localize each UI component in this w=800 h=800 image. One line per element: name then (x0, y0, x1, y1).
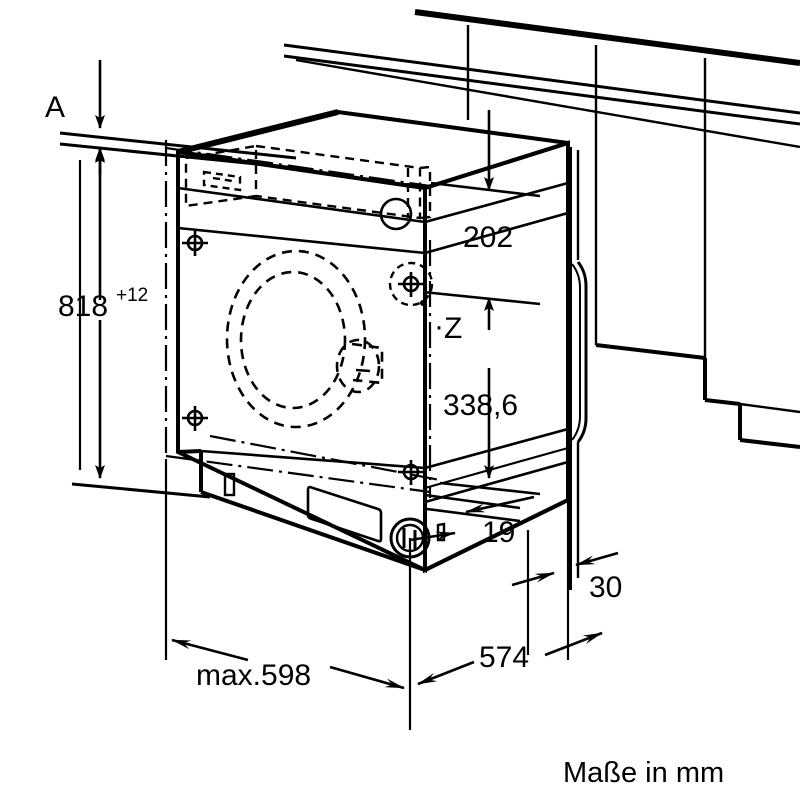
cabinet-step-tread-1 (704, 398, 741, 406)
worktop-top-edge (414, 9, 800, 66)
plinth-side-bottom (424, 498, 569, 572)
control-panel-side-top (424, 181, 569, 224)
service-flap-window (306, 485, 383, 543)
dimension-202-extension-lower (422, 290, 541, 306)
door-inner-circle (239, 270, 347, 410)
worktop-underline-2 (283, 54, 800, 126)
dimension-202-label: 202 (463, 221, 513, 254)
control-panel-top-line (177, 186, 426, 224)
control-module-right-cap (419, 165, 432, 220)
cabinet-shelf-top (595, 343, 706, 360)
dimension-30 (511, 551, 619, 587)
program-knob-icon (379, 197, 413, 231)
cabinet-handle-groove-outer (576, 261, 588, 443)
dimension-818-extension-bottom (71, 482, 211, 499)
plinth-side-top (424, 427, 569, 470)
marker-Z-dot (420, 300, 426, 306)
dimension-max598 (171, 638, 405, 690)
worktop-front-edge (295, 58, 800, 149)
dimension-574 (417, 631, 603, 686)
door-latch-cross-h (355, 368, 371, 373)
dimension-A-extension-bottom (59, 142, 297, 170)
appliance-top-back-edge (177, 109, 339, 155)
dimension-19 (409, 493, 535, 542)
dimension-338-6-extension-bottom (439, 481, 541, 496)
dimension-max598-label: max.598 (196, 659, 311, 692)
fixing-zone-dashed-circle (388, 261, 434, 307)
fixing-crosshairs-group (182, 231, 434, 485)
control-panel-side-bottom (424, 211, 569, 255)
cabinet-step-tread-2 (739, 438, 800, 449)
plinth-notch (177, 449, 202, 454)
crosshair-icon-top-left (182, 231, 208, 256)
dimension-338-6 (439, 297, 541, 496)
dimension-818 (71, 149, 211, 499)
worktop-underline-1 (283, 43, 800, 115)
dimension-574-arrow-left (417, 660, 475, 686)
plinth-front-bottom (200, 490, 426, 572)
door-drum-icon (225, 249, 384, 429)
units-note: Maße in mm (563, 757, 724, 789)
dimension-574-arrow-right (544, 631, 603, 657)
drawer-slot-rect (202, 170, 242, 192)
crosshair-icon-bottom-left (182, 406, 208, 431)
drawer-slot-line (212, 176, 233, 183)
dimension-max598-arrow-left (171, 638, 249, 662)
door-outer-circle (225, 249, 367, 429)
ref-line-niche-top (165, 146, 431, 188)
dimension-574-label: 574 (479, 641, 529, 674)
plinth-side-mid (424, 460, 569, 504)
dimension-max598-arrow-right (329, 665, 405, 690)
dimension-19-leader-lower (409, 531, 456, 542)
cabinet-handle-groove-inner (571, 263, 581, 441)
plinth-vent-slot (223, 472, 236, 497)
marker-Z-group: · Z (420, 300, 462, 345)
dimension-338-6-label: 338,6 (443, 389, 518, 422)
ref-line-niche-bottom (165, 454, 431, 494)
appliance-body-group (176, 109, 570, 574)
cabinet-step-thin-line (739, 402, 800, 414)
dimension-818-tolerance: +12 (116, 285, 148, 306)
dimension-19-label: 19 (482, 516, 515, 549)
dimension-818-label-group: 818 +12 (58, 285, 148, 323)
door-latch-circle (335, 338, 381, 394)
reference-lines-group (164, 140, 441, 498)
dimension-30-arrow-right (511, 571, 555, 587)
filter-tab-marker (436, 522, 446, 542)
crosshair-icon-top-right (398, 272, 424, 297)
dimension-19-leader-upper (465, 495, 535, 514)
control-module-hidden (255, 144, 422, 220)
marker-Z-label: Z (444, 312, 462, 345)
dimension-A-label: A (45, 91, 65, 124)
dimension-30-arrow-left (575, 551, 619, 567)
plinth-side-mid-2 (424, 446, 569, 490)
dimension-818-value: 818 (58, 290, 108, 323)
control-panel-bottom-line (177, 226, 426, 255)
dimension-19-ext-a (424, 493, 521, 510)
dimension-202-extension-upper (430, 181, 541, 198)
centre-lines-group (78, 160, 570, 730)
plinth-top-edge (200, 449, 426, 470)
dimension-19-ext-b (426, 507, 521, 523)
dimension-30-label: 30 (589, 571, 622, 604)
marker-Z-prefix: · (434, 310, 444, 343)
dimension-A-extension-top (59, 131, 297, 160)
drawer-handle-slot-icon (202, 170, 242, 192)
dimension-202 (422, 110, 541, 306)
